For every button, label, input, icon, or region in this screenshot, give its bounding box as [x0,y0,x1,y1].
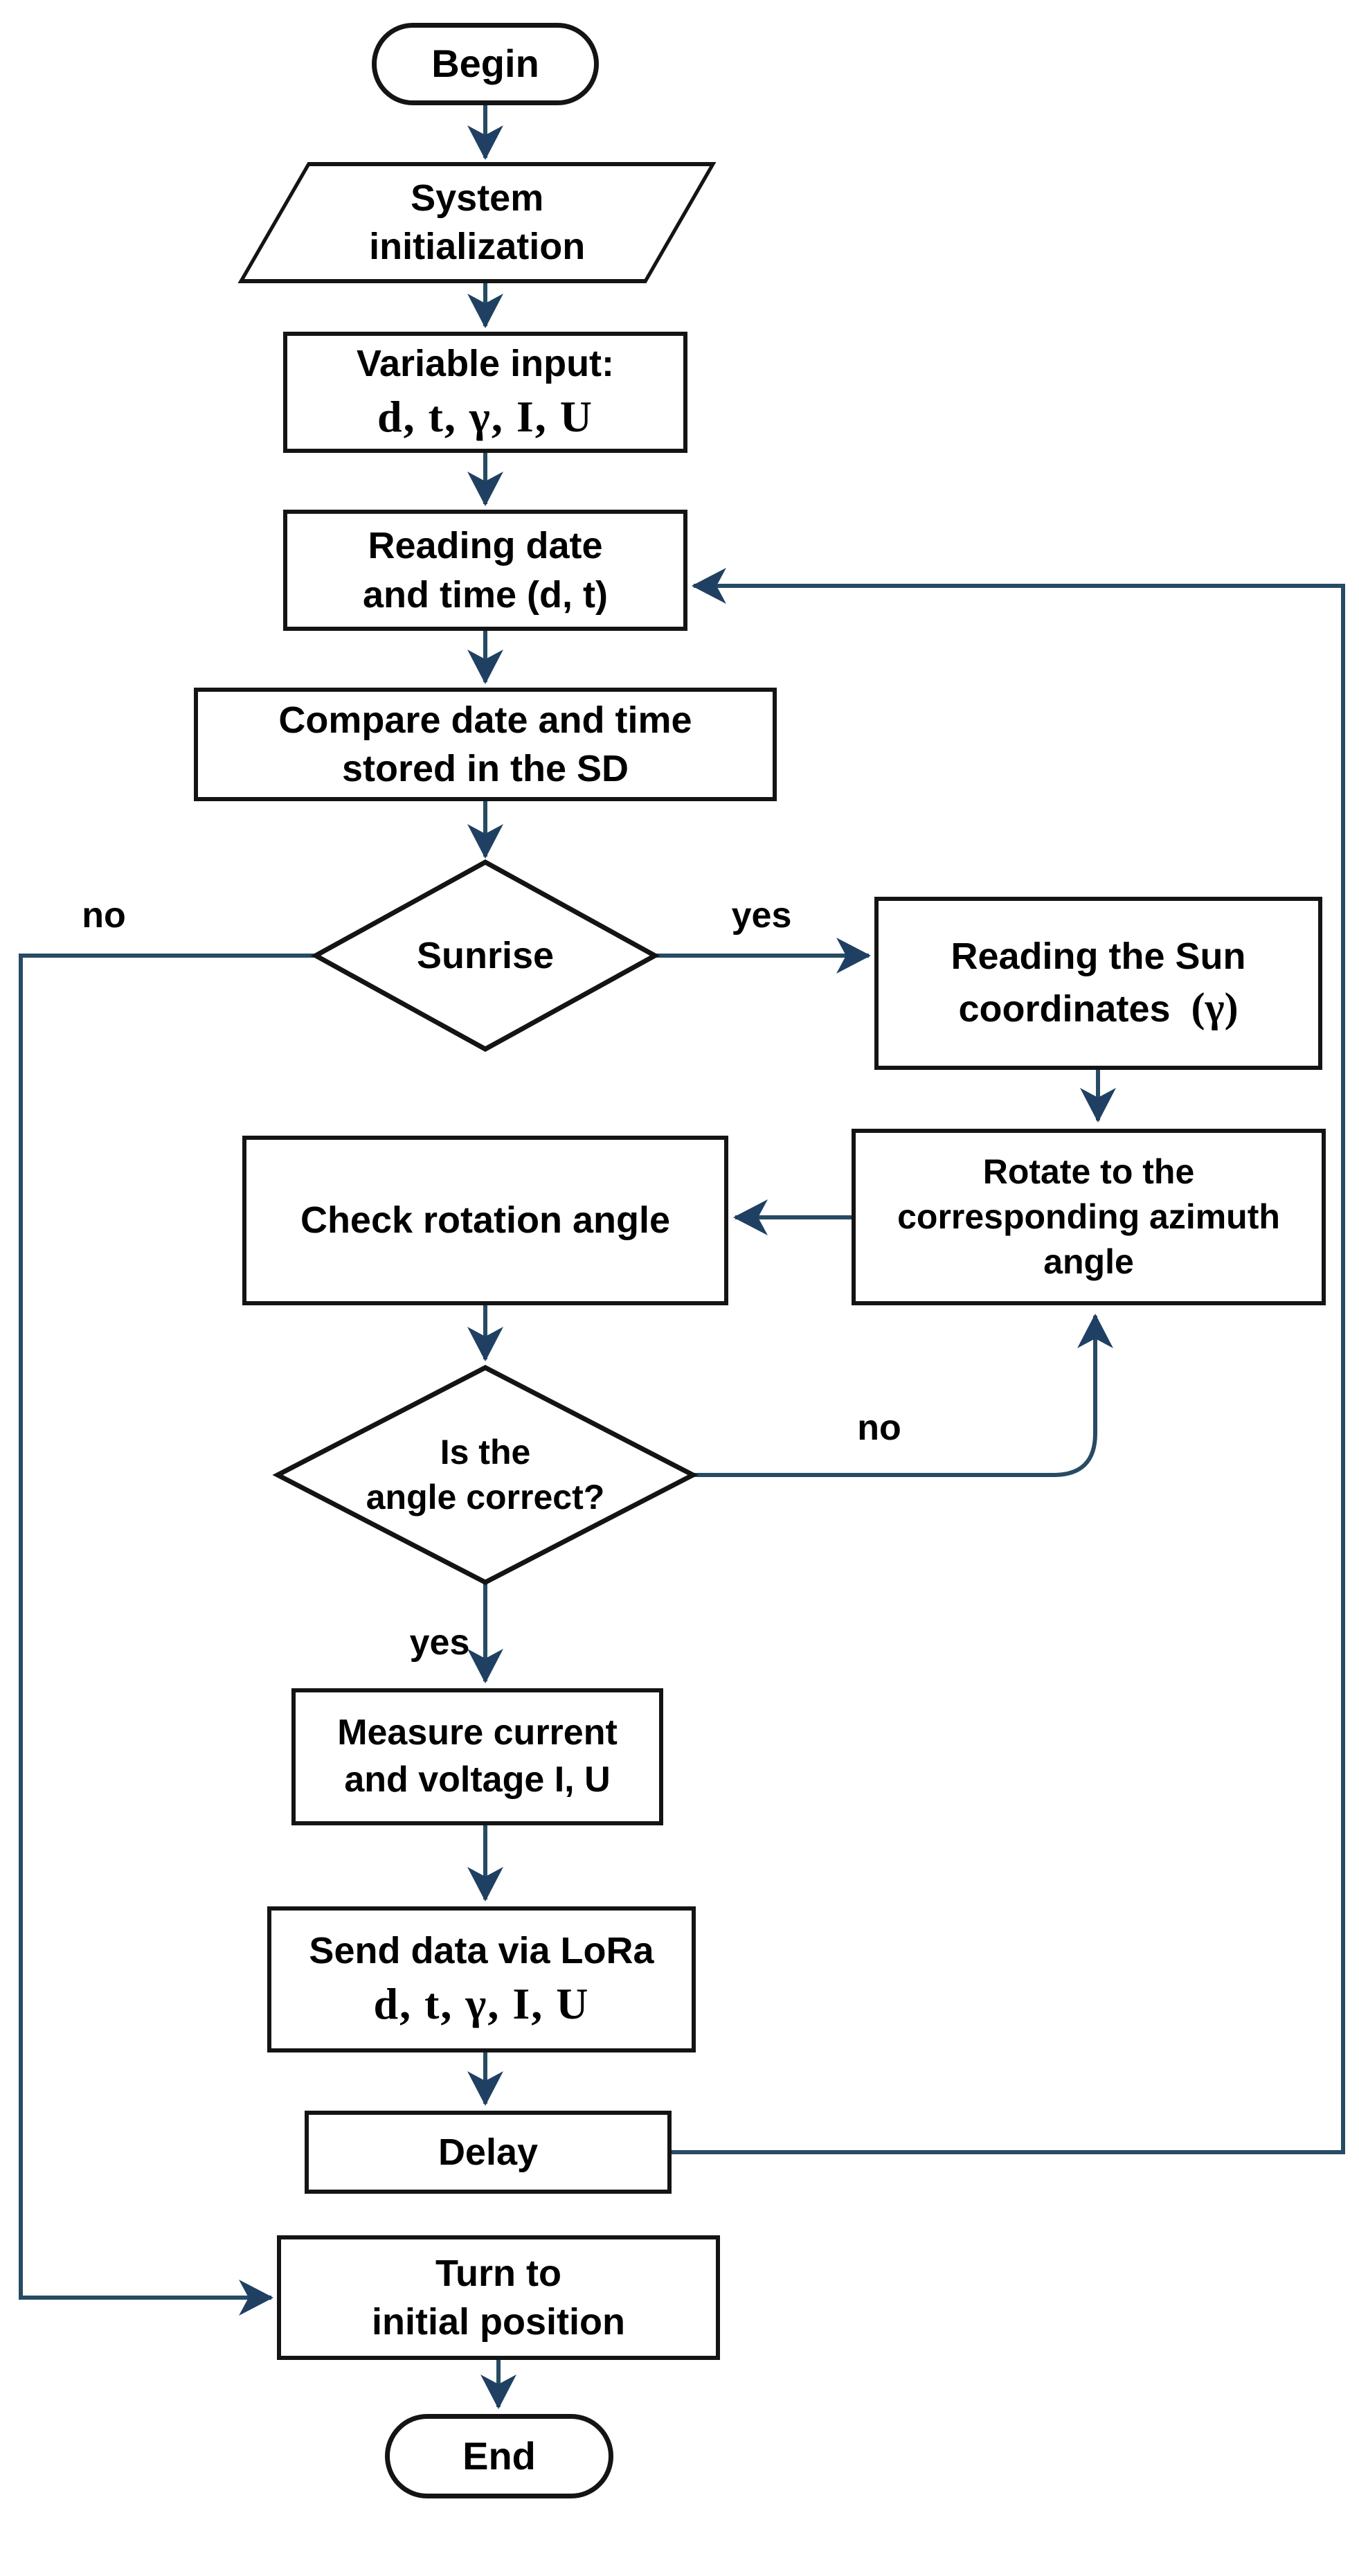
text-line: Rotate to the [982,1152,1195,1191]
node-end: End [385,2414,613,2498]
text-line: angle correct? [366,1478,605,1517]
text-line: Compare date and time [278,699,692,741]
node-end-label: End [462,2433,536,2478]
text-line: and time (d, t) [363,573,608,616]
node-angle-correct-label: Is the angle correct? [312,1406,658,1544]
node-system-initialization: System initialization [237,162,717,283]
node-reading-datetime: Reading date and time (d, t) [283,510,687,631]
node-system-initialization-text: System initialization [369,174,585,271]
edge-label-sunrise-yes: yes [731,895,792,936]
text-line: and voltage I, U [344,1760,611,1800]
node-delay: Delay [305,2111,672,2194]
node-begin: Begin [372,23,599,105]
text-line: Measure current [337,1712,618,1753]
text-line: initialization [368,226,585,268]
decision-angle-correct-shape [272,1365,699,1585]
text-line: angle [1043,1242,1134,1281]
edge-angle-no-loop [693,1314,1113,1477]
decision-sunrise-shape [310,859,660,1052]
text-line-gamma: coordinates (γ) [958,981,1238,1035]
text-part: coordinates [958,988,1171,1030]
node-turn-initial: Turn to initial position [277,2235,720,2360]
edge-sunrise-no-loop [19,954,316,2316]
text-line: Check rotation angle [300,1199,671,1242]
text-line: Reading the Sun [951,935,1246,977]
node-variable-input: Variable input: d, t, γ, I, U [283,332,687,453]
text-line: System [410,177,544,220]
text-line: initial position [372,2301,625,2343]
text-line-variables: d, t, γ, I, U [377,392,593,441]
text-line: Variable input: [356,342,615,384]
text-line: Sunrise [416,934,555,976]
node-sunrise-label: Sunrise [361,921,610,990]
text-line: Delay [438,2131,539,2173]
node-rotate-azimuth: Rotate to the corresponding azimuth angl… [852,1129,1326,1305]
text-line-variables: d, t, γ, I, U [373,1979,590,2028]
text-line: Is the [440,1433,531,1472]
node-measure: Measure current and voltage I, U [291,1688,663,1825]
text-line: Send data via LoRa [309,1929,654,1971]
edge-delay-feedback-loop [672,568,1345,2154]
text-line: Reading date [368,525,603,567]
text-line: Turn to [435,2252,561,2294]
edge-label-angle-no: no [857,1408,901,1448]
node-check-rotation: Check rotation angle [242,1136,728,1305]
node-reading-sun: Reading the Sun coordinates (γ) [874,897,1322,1070]
node-begin-label: Begin [431,42,539,86]
gamma-symbol: (γ) [1191,985,1239,1031]
text-line: stored in the SD [341,748,629,789]
text-line: corresponding azimuth [897,1197,1280,1236]
edge-label-angle-yes: yes [409,1622,470,1663]
node-compare-sd: Compare date and time stored in the SD [194,688,777,801]
node-send-lora: Send data via LoRa d, t, γ, I, U [267,1906,696,2052]
edge-label-sunrise-no: no [82,895,126,936]
